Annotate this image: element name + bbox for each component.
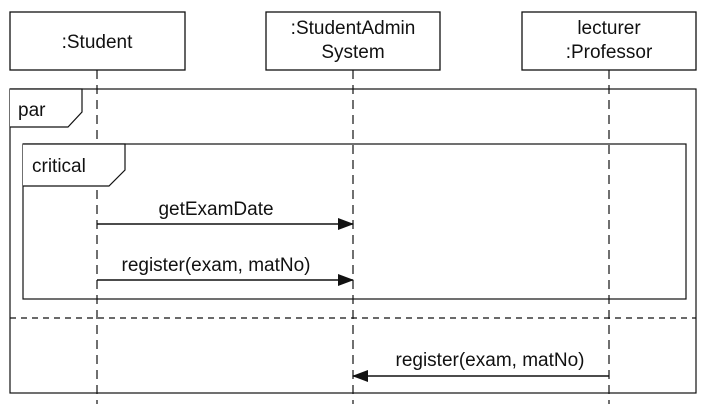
message-getexamdate: getExamDate bbox=[97, 199, 354, 230]
lifeline-studentadmin-label-line2: System bbox=[321, 42, 384, 63]
message-register-professor: register(exam, matNo) bbox=[352, 350, 609, 382]
lifeline-professor-label-line2: :Professor bbox=[566, 42, 653, 63]
critical-fragment: critical bbox=[22, 143, 687, 300]
lifeline-professor-label-line1: lecturer bbox=[577, 18, 641, 39]
par-fragment-tab bbox=[10, 88, 83, 128]
message-register-professor-label: register(exam, matNo) bbox=[396, 350, 585, 371]
critical-fragment-label: critical bbox=[32, 156, 86, 177]
lifeline-studentadmin-label-line1: :StudentAdmin bbox=[291, 18, 416, 39]
lifeline-studentadmin-head: :StudentAdmin System bbox=[265, 11, 441, 71]
message-getexamdate-label: getExamDate bbox=[158, 199, 273, 220]
lifeline-student-label: :Student bbox=[62, 32, 133, 53]
lifeline-student-head: :Student bbox=[9, 11, 186, 71]
critical-fragment-tab bbox=[23, 143, 126, 187]
par-fragment: par bbox=[9, 88, 697, 394]
message-register-student: register(exam, matNo) bbox=[97, 255, 354, 286]
par-fragment-label: par bbox=[18, 100, 46, 121]
lifeline-professor-head: lecturer :Professor bbox=[521, 11, 697, 71]
message-register-student-label: register(exam, matNo) bbox=[122, 255, 311, 276]
